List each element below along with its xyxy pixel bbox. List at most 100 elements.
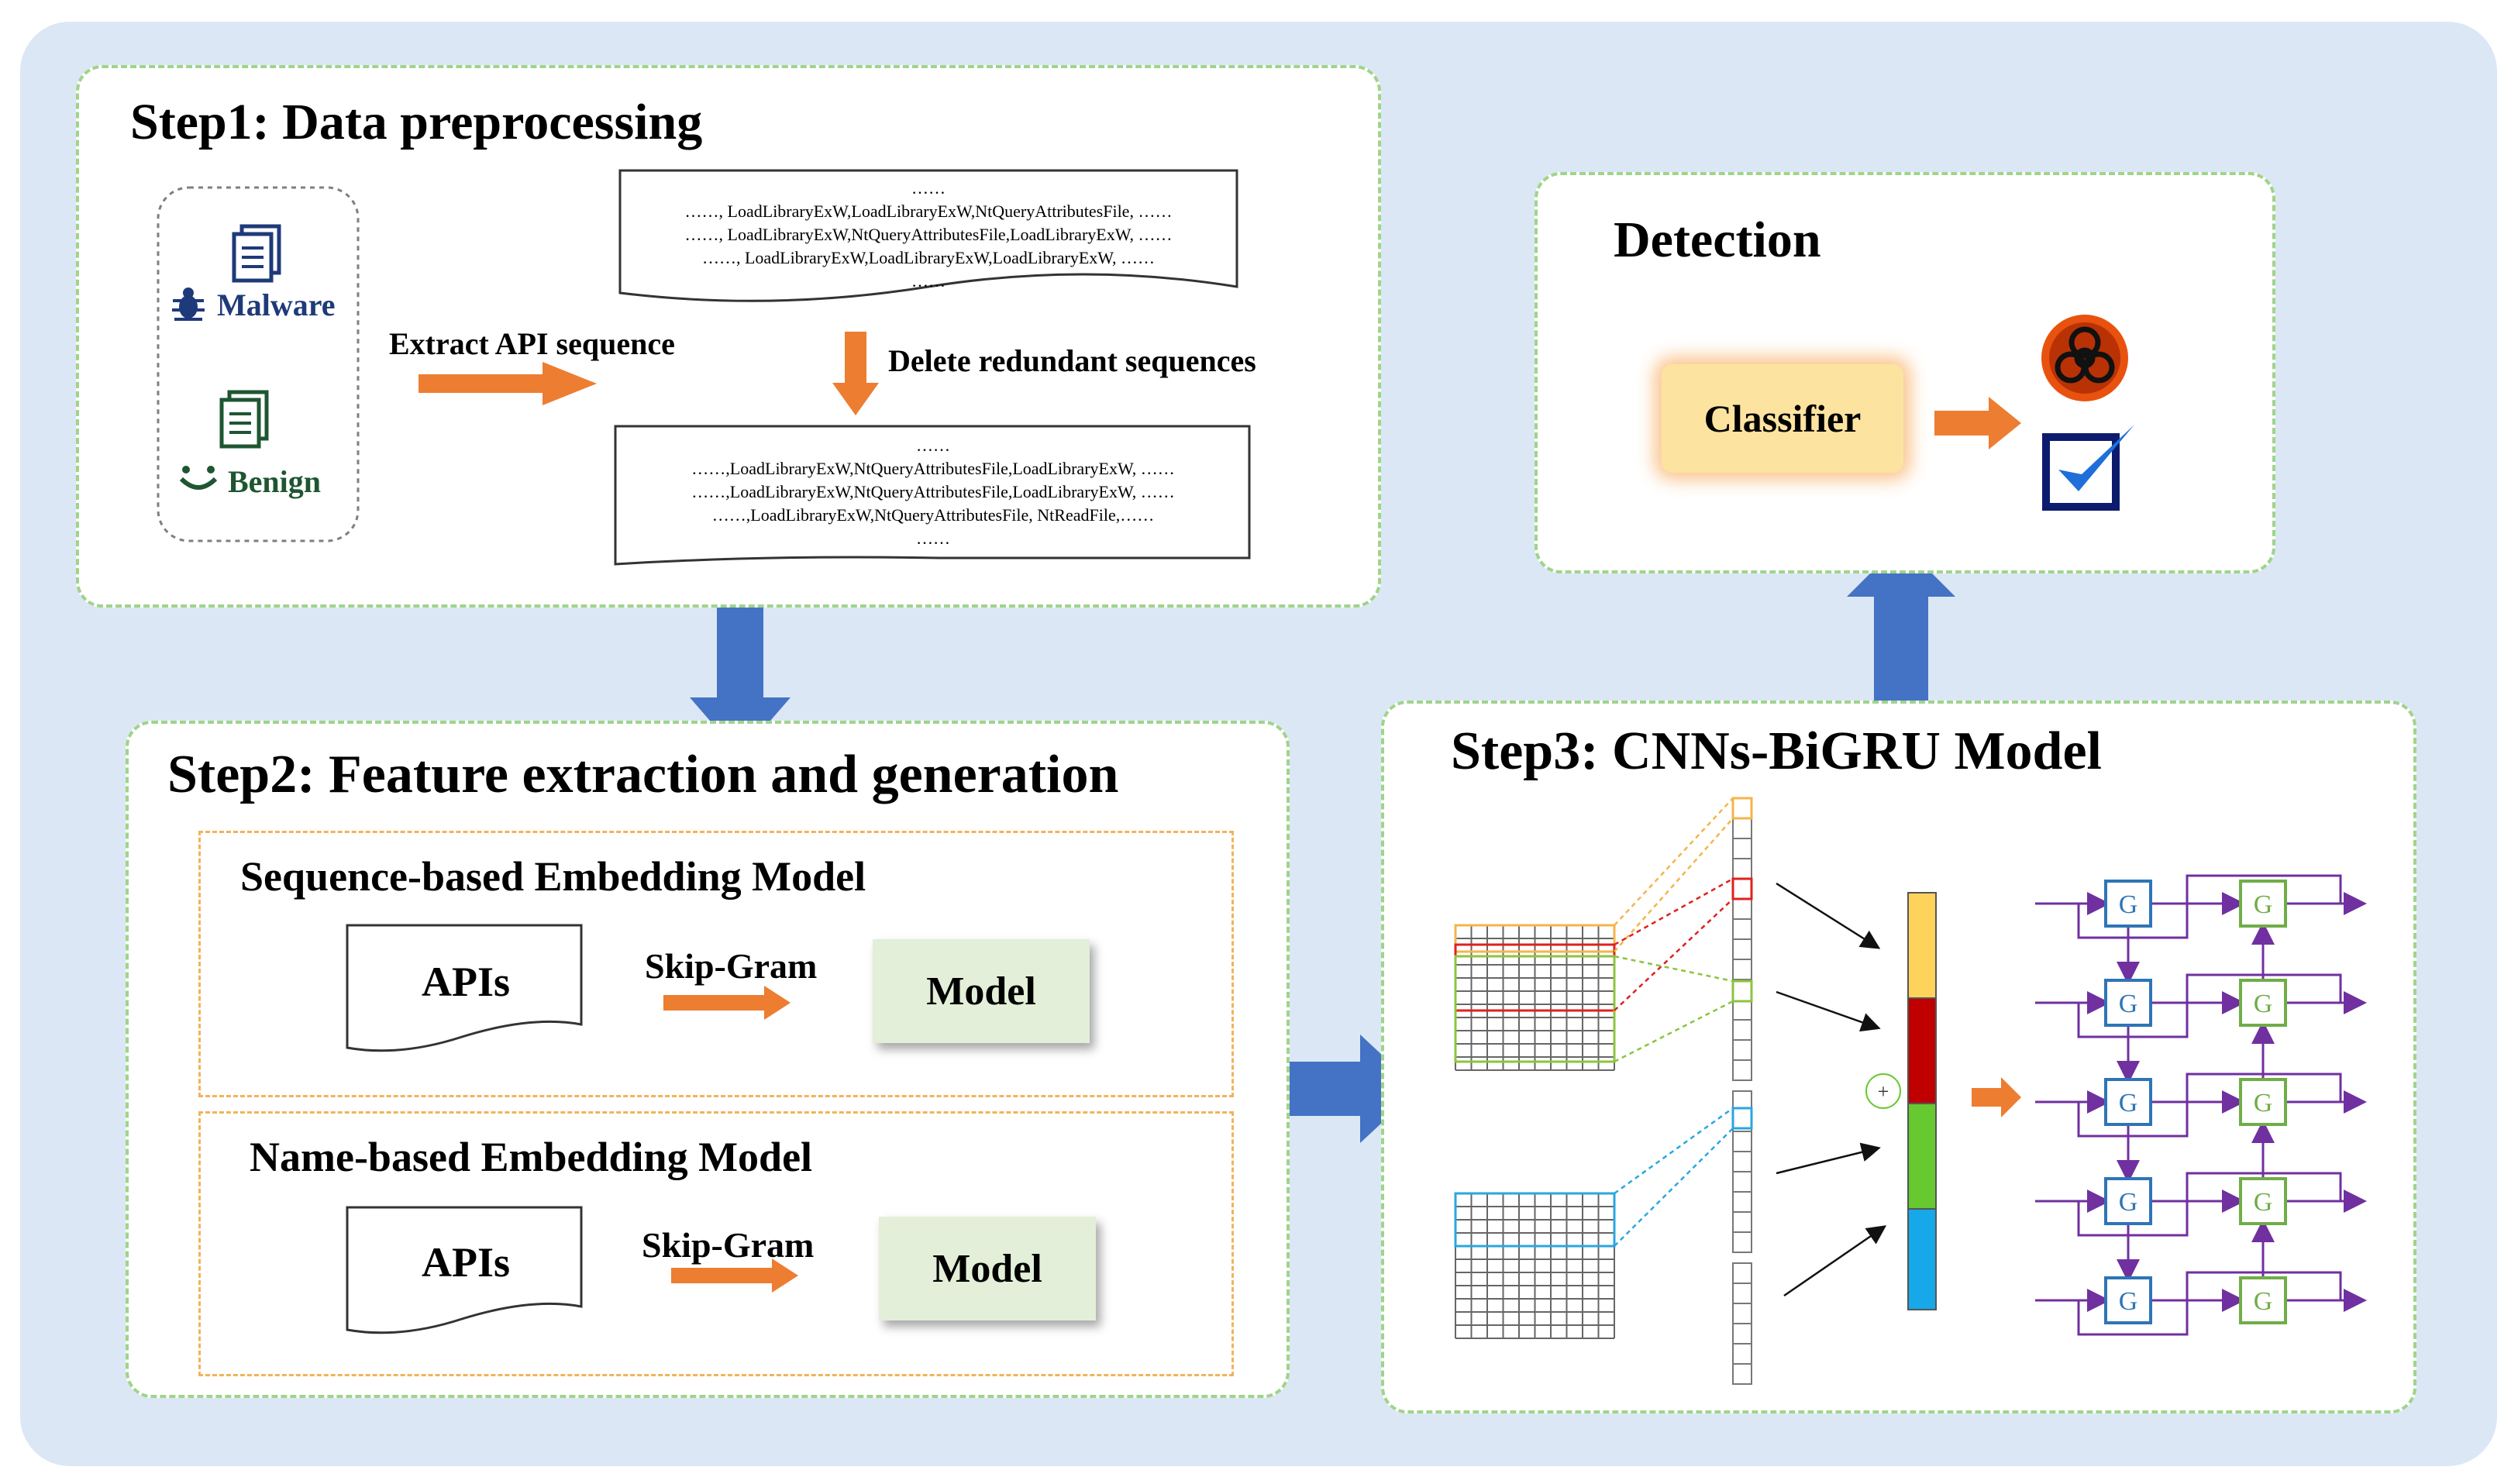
flow-arrow-step3-to-detection [1847, 542, 1955, 705]
raw-sequence-doc [618, 169, 1238, 302]
clean-line: ……,LoadLibraryExW,NtQueryAttributesFile,… [691, 482, 1175, 501]
feature-map-cell [1732, 1151, 1752, 1172]
gru-cell-backward-label: G [2254, 1287, 2273, 1316]
raw-line: ……, LoadLibraryExW,LoadLibraryExW,NtQuer… [684, 201, 1173, 221]
malware-file-icon [232, 224, 281, 283]
pool-arrow [1783, 1225, 1887, 1297]
extract-label: Extract API sequence [389, 326, 675, 361]
clean-sequence-doc [614, 425, 1251, 566]
feature-map-cell [1732, 1211, 1752, 1233]
classifier-box: Classifier [1662, 364, 1903, 473]
flow-arrow-step1-to-step2 [690, 597, 791, 756]
feature-map-cell [1732, 1171, 1752, 1193]
benign-label: Benign [228, 464, 322, 499]
projection-line [1614, 818, 1734, 952]
gru-bypass-line [2077, 874, 2342, 939]
raw-sequence-text: …… ……, LoadLibraryExW,LoadLibraryExW,NtQ… [618, 177, 1238, 293]
bug-icon [172, 288, 205, 321]
projection-line [1614, 955, 1734, 983]
apis-doc-2 [346, 1206, 583, 1334]
gru-cell-forward-label: G [2119, 890, 2138, 919]
feature-map-cell [1732, 1303, 1752, 1324]
model-box-1: Model [873, 939, 1090, 1043]
smile-icon [179, 466, 218, 490]
feature-map-cell [1732, 1131, 1752, 1152]
gru-bypass-line [2077, 1073, 2342, 1138]
sequence-embedding-box [198, 831, 1234, 1097]
gru-cell-backward [2239, 1276, 2287, 1324]
step1-title: Step1: Data preprocessing [130, 94, 703, 150]
projection-line [1614, 1000, 1734, 1063]
feature-map-cell [1732, 1039, 1752, 1061]
model-box-2: Model [879, 1217, 1096, 1320]
projection-line [1614, 898, 1734, 1011]
feature-map-cell [1732, 1231, 1752, 1253]
raw-line: …… [911, 271, 946, 291]
flow-arrow-step2-to-step3 [1263, 1035, 1418, 1143]
feature-map-cell [1732, 918, 1752, 940]
clean-sequence-text: …… ……,LoadLibraryExW,NtQueryAttributesFi… [614, 434, 1252, 550]
gru-cell-backward-label: G [2254, 1089, 2273, 1117]
delete-label: Delete redundant sequences [888, 343, 1256, 378]
projection-line [1614, 1107, 1734, 1195]
gru-bypass-line [2077, 1271, 2342, 1336]
benign-file-icon [219, 390, 269, 449]
detection-panel [1535, 172, 2275, 573]
gru-cell-backward [2239, 1177, 2287, 1225]
gru-cell-forward [2104, 1276, 2152, 1324]
projection-line [1614, 1128, 1734, 1247]
apis-doc-1 [346, 924, 583, 1052]
pool-arrow [1776, 1142, 1881, 1175]
sample-box [157, 186, 360, 542]
gru-cell-forward [2104, 1078, 2152, 1126]
pool-arrow [1776, 882, 1881, 949]
feature-cell-orange [1731, 797, 1753, 820]
feature-map-cell [1732, 898, 1752, 920]
gru-cell-forward-label: G [2119, 1089, 2138, 1117]
extract-arrow [419, 362, 597, 405]
gru-cell-forward-label: G [2119, 990, 2138, 1018]
projection-line [1614, 797, 1734, 926]
gru-cell-forward [2104, 979, 2152, 1027]
skipgram-arrow-2 [671, 1258, 798, 1293]
skipgram-label-2: Skip-Gram [642, 1225, 815, 1265]
feature-map-cell [1732, 1262, 1752, 1284]
gru-cell-forward [2104, 1177, 2152, 1225]
name-embedding-title: Name-based Embedding Model [250, 1134, 813, 1180]
gru-cell-forward [2104, 880, 2152, 928]
feature-map-cell [1732, 1363, 1752, 1385]
gru-cell-backward [2239, 880, 2287, 928]
clean-line: ……,LoadLibraryExW,NtQueryAttributesFile,… [691, 459, 1175, 478]
checkbox-checked-icon [2042, 425, 2134, 511]
gru-bypass-line [2077, 1172, 2342, 1237]
feature-map-cell [1732, 1343, 1752, 1365]
feature-map-cell [1732, 999, 1752, 1021]
feature-map-cell [1732, 838, 1752, 859]
feature-map-cell [1732, 938, 1752, 960]
conv-window-orange [1454, 924, 1616, 953]
step3-title: Step3: CNNs-BiGRU Model [1451, 721, 2102, 781]
clean-line: ……,LoadLibraryExW,NtQueryAttributesFile,… [711, 505, 1155, 525]
concat-symbol: + [1878, 1080, 1889, 1103]
concat-segment-green [1907, 1103, 1937, 1210]
classifier-arrow [1934, 397, 2021, 449]
skipgram-arrow-1 [663, 986, 791, 1020]
projection-line [1614, 877, 1734, 946]
feature-map-cell [1732, 1059, 1752, 1081]
gru-cell-backward [2239, 979, 2287, 1027]
concat-segment-red [1907, 997, 1937, 1104]
delete-arrow [832, 332, 879, 415]
detection-title: Detection [1614, 212, 1821, 268]
gru-cell-backward-label: G [2254, 890, 2273, 919]
concat-symbol-circle [1865, 1073, 1901, 1109]
feature-cell-blue [1731, 1107, 1753, 1130]
concat-segment-blue [1907, 1208, 1937, 1310]
raw-line: ……, LoadLibraryExW,NtQueryAttributesFile… [684, 225, 1173, 244]
to-bigru-arrow [1972, 1077, 2021, 1117]
clean-line: …… [916, 436, 950, 455]
feature-cell-red [1731, 877, 1753, 900]
pool-arrow [1776, 990, 1881, 1032]
concat-segment-yellow [1907, 892, 1937, 999]
